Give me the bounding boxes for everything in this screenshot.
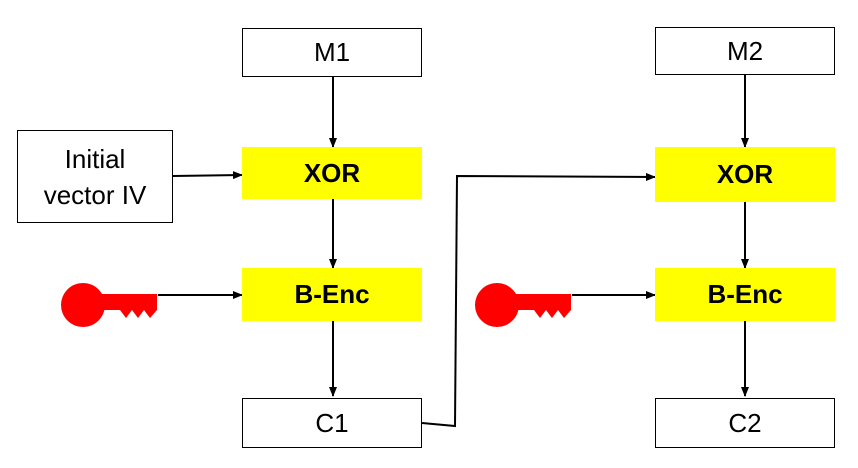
xor-box-1: XOR xyxy=(242,147,422,199)
ciphertext-box-c2: C2 xyxy=(655,398,835,448)
message-box-m1: M1 xyxy=(242,28,422,77)
key-icon xyxy=(475,283,571,327)
xor-box-2: XOR xyxy=(655,147,835,202)
b-enc-box-2: B-Enc xyxy=(655,268,835,321)
ciphertext-box-c1: C1 xyxy=(242,398,422,448)
arrow-iv-to-xor xyxy=(172,171,243,180)
arrow-c1-to-xor-2 xyxy=(421,172,656,428)
initial-vector-box: Initial vector IV xyxy=(17,130,173,223)
b-enc-box-1: B-Enc xyxy=(242,268,422,321)
key-icon xyxy=(61,283,157,327)
message-box-m2: M2 xyxy=(655,27,835,75)
